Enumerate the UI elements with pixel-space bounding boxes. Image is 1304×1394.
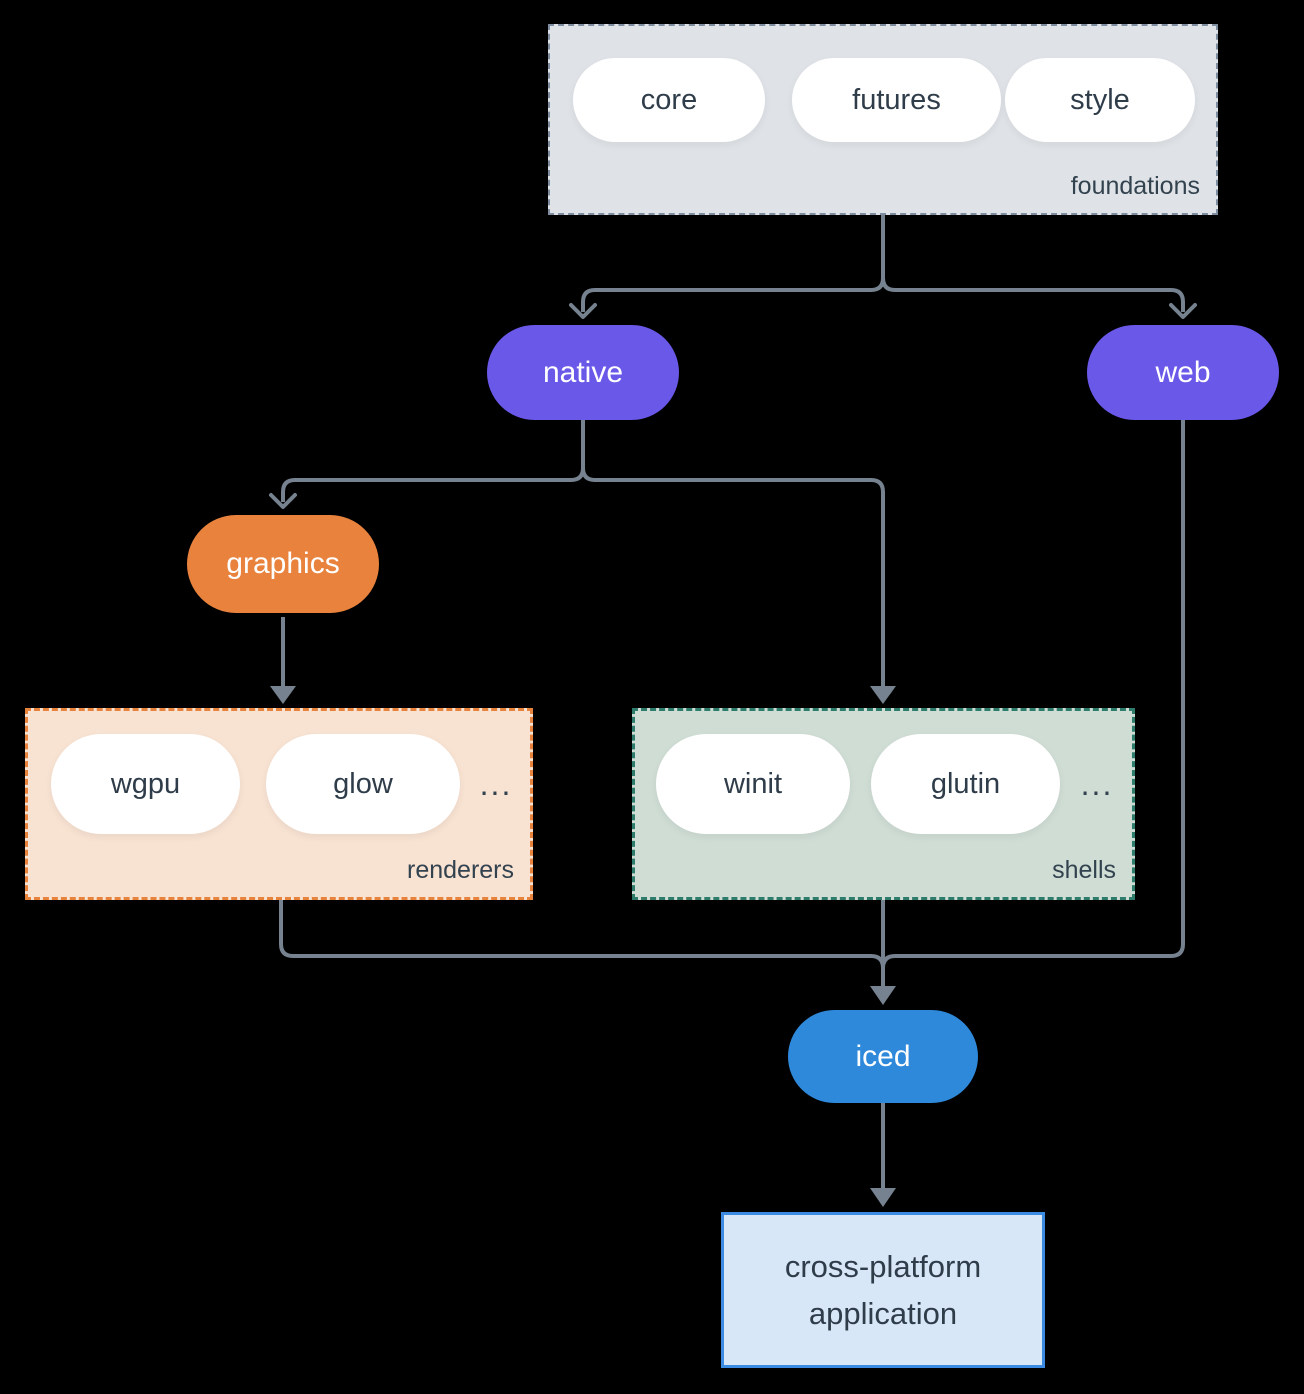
arrowhead-iced-icon [870, 986, 896, 1005]
node-graphics-label: graphics [226, 547, 340, 580]
node-native-label: native [542, 355, 624, 389]
group-label-renderers: renderers [407, 856, 514, 884]
pill-wgpu-label: wgpu [110, 767, 181, 800]
edge-foundations-web [881, 215, 1185, 312]
pill-glow-label: glow [333, 767, 393, 800]
arrowhead-web-icon [1169, 303, 1197, 319]
pill-glutin-label: glutin [930, 767, 1001, 800]
shells-ellipsis: ... [1080, 765, 1114, 802]
pill-glutin: glutin [871, 734, 1060, 834]
node-application-line1: cross-platform [784, 1249, 982, 1284]
renderers-ellipsis: ... [479, 765, 513, 802]
arrowhead-native-icon [569, 303, 597, 319]
node-graphics: graphics [187, 515, 379, 613]
pill-winit: winit [656, 734, 850, 834]
node-web: web [1087, 325, 1279, 420]
pill-style: style [1005, 58, 1195, 142]
group-renderers: wgpu glow ... renderers [25, 708, 533, 900]
group-shells: winit glutin ... shells [632, 708, 1135, 900]
pill-wgpu: wgpu [51, 734, 240, 834]
node-iced-label: iced [855, 1039, 911, 1073]
arrowhead-shells-icon [870, 686, 896, 704]
node-native: native [487, 325, 679, 420]
pill-futures-label: futures [852, 83, 941, 116]
node-application-line2: application [808, 1296, 958, 1331]
arrowhead-application-icon [870, 1188, 896, 1207]
pill-core-label: core [640, 83, 698, 116]
node-iced: iced [788, 1010, 978, 1103]
pill-futures: futures [792, 58, 1001, 142]
pill-glow: glow [266, 734, 460, 834]
arrowhead-renderers-icon [270, 686, 296, 704]
pill-core: core [573, 58, 765, 142]
group-label-shells: shells [1052, 856, 1116, 884]
edge-foundations-native [581, 215, 885, 312]
node-web-label: web [1155, 355, 1211, 389]
edge-native-shells [581, 420, 885, 686]
node-application: cross-platform application [721, 1212, 1045, 1368]
edge-renderers-iced [279, 900, 885, 969]
edge-native-graphics [281, 420, 585, 502]
pill-winit-label: winit [723, 767, 782, 800]
pill-style-label: style [1070, 83, 1130, 116]
group-label-foundations: foundations [1070, 172, 1200, 200]
arrowhead-graphics-icon [269, 493, 297, 509]
group-foundations: core futures style foundations [548, 24, 1218, 215]
